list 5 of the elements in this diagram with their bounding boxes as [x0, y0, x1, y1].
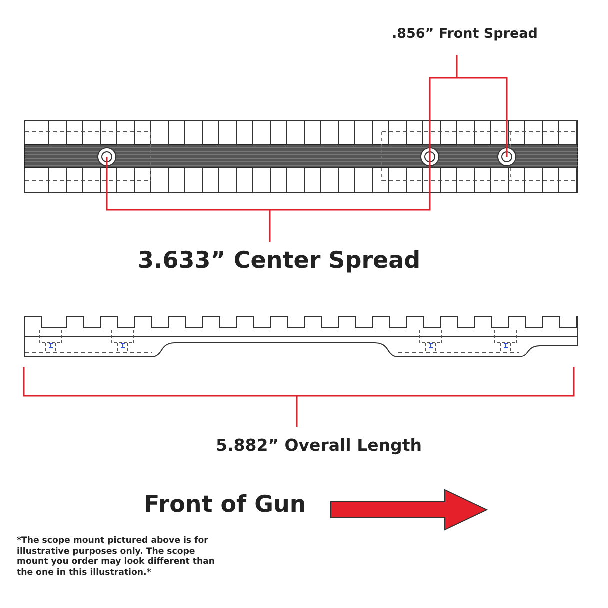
direction-label: Front of Gun — [144, 492, 306, 518]
dimension-label: 3.633” Center Spread — [138, 248, 421, 274]
dimension-label: .856” Front Spread — [392, 26, 538, 42]
dimension-label: 5.882” Overall Length — [216, 436, 422, 455]
disclaimer-note: *The scope mount pictured above is for illustrative purposes only. The scope mount you order may look different than the one in this illustration.* — [17, 536, 216, 579]
